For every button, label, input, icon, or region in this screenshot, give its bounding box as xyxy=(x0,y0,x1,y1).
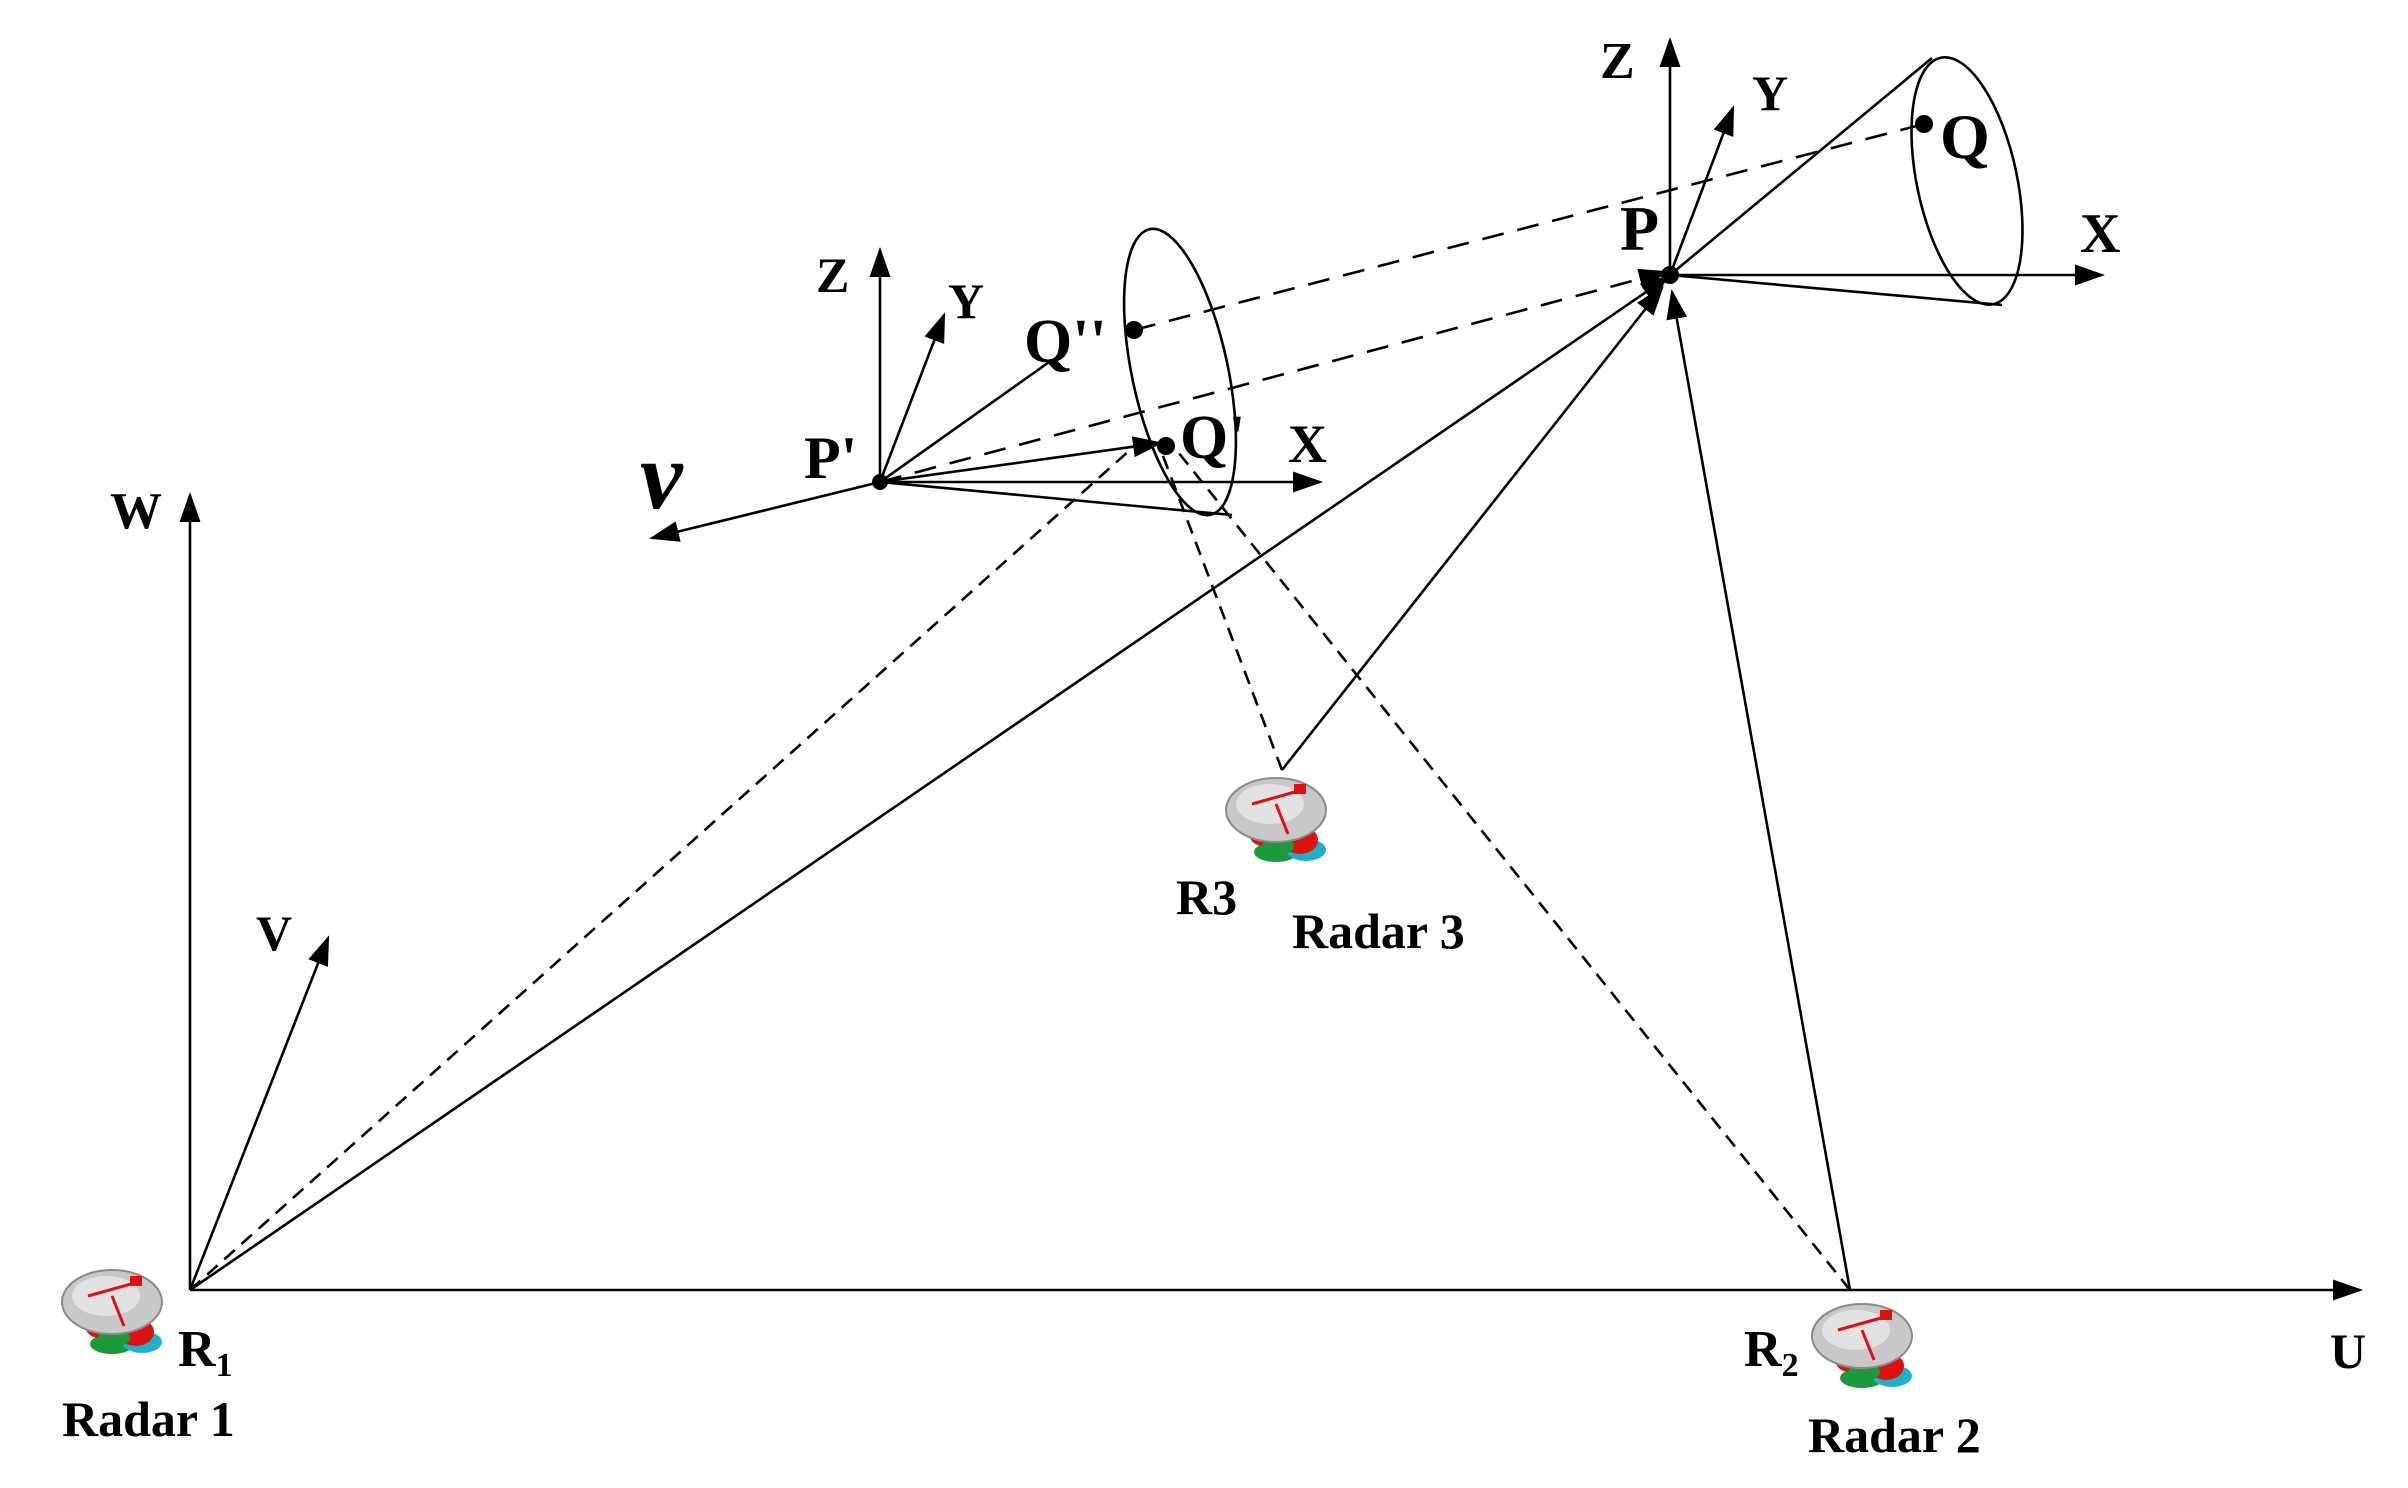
line-r1-to-p xyxy=(189,275,1671,1292)
local-frame-p xyxy=(1659,37,2105,307)
line-r2-to-p xyxy=(1666,289,1852,1291)
v-axis xyxy=(188,935,330,1291)
point-q xyxy=(1915,115,1933,133)
x-right-label: X xyxy=(2080,203,2120,265)
point-q-double-prime xyxy=(1125,321,1143,339)
y-left-label: Y xyxy=(948,273,984,329)
point-p-prime xyxy=(872,474,888,490)
p-label: P xyxy=(1620,193,1659,264)
axis-v-label: V xyxy=(256,905,292,961)
r1-label: R1 xyxy=(178,1321,233,1384)
dashed-pp-to-p xyxy=(879,268,1669,484)
radar1-label: Radar 1 xyxy=(62,1391,235,1447)
q-label: Q xyxy=(1940,101,1990,172)
y-right-label: Y xyxy=(1752,65,1788,121)
point-p xyxy=(1661,266,1679,284)
p-prime-label: P' xyxy=(804,425,857,491)
radar2-label: Radar 2 xyxy=(1808,1407,1981,1463)
r2-label: R2 xyxy=(1744,1321,1799,1384)
q-prime-label: Q' xyxy=(1180,404,1245,472)
axis-u-label: U xyxy=(2330,1323,2366,1379)
r3-label: R3 xyxy=(1176,869,1237,925)
dashed-r1-to-qp xyxy=(189,449,1131,1291)
line-r3-to-p xyxy=(1280,285,1664,771)
local-frame-p-prime xyxy=(649,227,1323,542)
z-right-label: Z xyxy=(1600,33,1635,90)
radar-dish-icon xyxy=(1810,1302,1914,1390)
radar-dish-icon xyxy=(1224,776,1328,864)
velocity-label: v xyxy=(640,422,684,529)
radar3-label: Radar 3 xyxy=(1292,903,1465,959)
radar-dish-icon xyxy=(60,1268,164,1356)
dashed-qdp-to-q xyxy=(1133,122,1925,332)
z-left-label: Z xyxy=(816,247,849,303)
dashed-r3-to-qp xyxy=(1158,447,1284,771)
x-left-label: X xyxy=(1288,414,1327,474)
q-double-prime-label: Q'' xyxy=(1024,308,1107,376)
dashed-r2-to-qp xyxy=(1176,451,1852,1291)
axis-w-label: W xyxy=(110,483,162,540)
point-q-prime xyxy=(1157,437,1175,455)
